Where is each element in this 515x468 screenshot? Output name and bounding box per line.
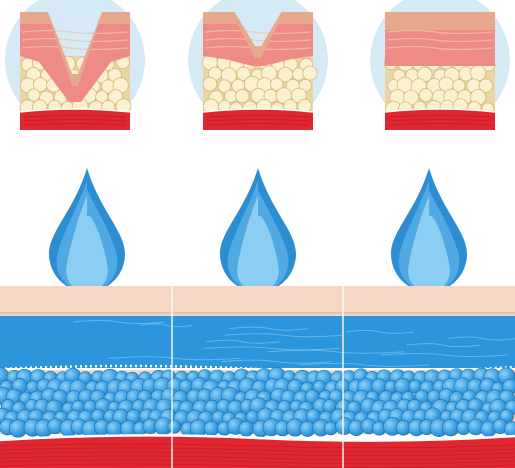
- muscle-fiber: [0, 451, 515, 457]
- muscle-fiber: [23, 115, 127, 118]
- dermis-fiber: [107, 356, 241, 361]
- dermis-fat-separator: [0, 364, 515, 373]
- muscle-fiber: [0, 455, 515, 461]
- epidermis-layer: [203, 12, 313, 59]
- muscle-fiber: [0, 443, 515, 449]
- fat-cell: [27, 88, 41, 102]
- epidermis-layer: [20, 12, 130, 86]
- muscle-fiber: [388, 123, 492, 126]
- muscle-fiber: [388, 115, 492, 118]
- muscle-fiber: [206, 119, 310, 122]
- dermis-fiber: [346, 329, 415, 334]
- layer-separator: [19, 108, 131, 113]
- dermis-fiber: [21, 37, 129, 43]
- water-drop-3: [391, 168, 467, 292]
- muscle-fiber: [0, 459, 515, 465]
- drop-inner: [408, 195, 450, 292]
- muscle-fiber: [206, 123, 310, 126]
- dermis-fiber: [299, 362, 429, 367]
- muscle-fiber: [388, 119, 492, 122]
- hydrated-fat-cell: [323, 421, 338, 436]
- fat-cell: [217, 79, 232, 94]
- muscle-fiber: [23, 123, 127, 126]
- fat-muscle-separator: [0, 434, 515, 442]
- dermis-fiber: [229, 326, 309, 331]
- dermis-fiber: [386, 37, 494, 43]
- epidermis-layer: [385, 12, 495, 30]
- fat-cell: [202, 76, 218, 92]
- skin-block: [19, 12, 132, 130]
- drop-inner: [237, 195, 279, 292]
- drop-inner: [66, 195, 108, 292]
- muscle-fiber: [206, 115, 310, 118]
- hydrated-fat-cell: [203, 420, 220, 437]
- dermis-fiber: [386, 45, 494, 51]
- fat-cell: [452, 79, 466, 93]
- dermis-fiber: [224, 333, 343, 338]
- dermis-fiber: [220, 359, 332, 364]
- dermis-fiber: [204, 29, 312, 35]
- dermis-fiber: [386, 29, 494, 35]
- water-drop-1: [49, 168, 125, 292]
- skin-panel-2: [188, 0, 328, 130]
- water-drop-2: [220, 168, 296, 292]
- muscle-fiber: [0, 463, 515, 468]
- dermis-fiber: [21, 29, 129, 35]
- skin-panel-1: [5, 0, 145, 130]
- dermis-fiber: [380, 353, 508, 357]
- dermis-fiber: [204, 37, 312, 43]
- hydrated-fat-cell: [238, 421, 255, 437]
- dermis-fiber: [203, 346, 340, 351]
- dermis-fiber: [406, 343, 480, 348]
- skin-block: [201, 12, 318, 130]
- layer-separator: [202, 108, 314, 113]
- dermis-fiber: [72, 320, 165, 324]
- dermis-band: [0, 316, 515, 368]
- fat-cell: [270, 77, 284, 92]
- dermis-fiber: [139, 323, 193, 328]
- skin-panel-3: [370, 0, 510, 130]
- fat-cell: [470, 64, 487, 82]
- dermis-fiber: [21, 45, 129, 51]
- epidermis-band: [0, 286, 515, 316]
- fat-cell: [235, 88, 250, 104]
- fat-cell: [236, 66, 251, 81]
- muscle-fiber: [23, 119, 127, 122]
- dermis-fiber: [206, 339, 280, 344]
- skin-block: [383, 12, 496, 130]
- dermis-fiber: [266, 349, 404, 354]
- fat-cell: [418, 88, 433, 103]
- fat-cell: [302, 65, 318, 81]
- layer-separator: [384, 108, 496, 113]
- hydrated-fat-cell: [167, 419, 182, 434]
- fat-cell: [478, 78, 493, 93]
- hydrated-skin-strip: [0, 286, 515, 468]
- dermis-fiber: [448, 336, 515, 341]
- muscle-fiber: [0, 447, 515, 453]
